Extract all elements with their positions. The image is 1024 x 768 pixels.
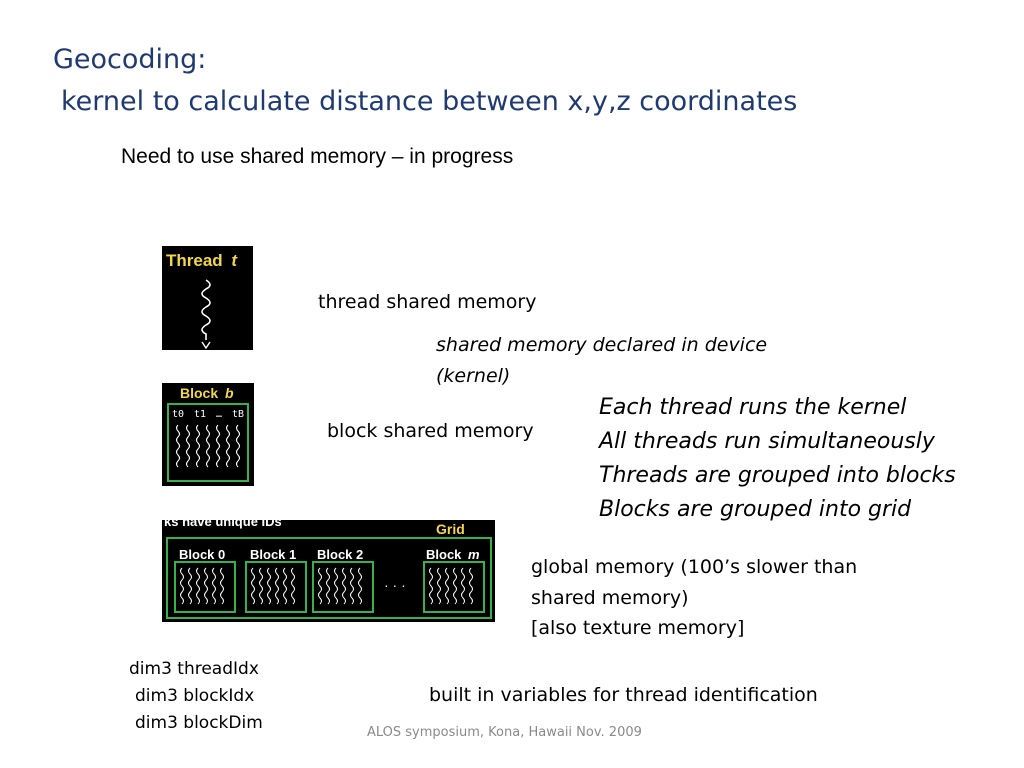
block-diagram-var: b <box>225 385 234 401</box>
thread-diagram: Thread t <box>162 246 253 350</box>
block-shared-memory-label: block shared memory <box>327 416 534 446</box>
grid-diagram: ks have unique IDs Grid Block 0 Block 1 … <box>162 520 495 622</box>
slide-footer: ALOS symposium, Kona, Hawaii Nov. 2009 <box>367 725 642 740</box>
note-item: Threads are grouped into blocks <box>599 459 956 493</box>
grid-ellipsis: · · · <box>384 577 406 593</box>
notes-list: Each thread runs the kernel All threads … <box>599 391 956 527</box>
dim3-item: dim3 blockDim <box>129 710 263 737</box>
grid-header-text: ks have unique IDs <box>164 520 282 529</box>
grid-block-label: Block 2 <box>317 547 363 562</box>
dim3-item: dim3 threadIdx <box>129 656 263 683</box>
grid-label: Grid <box>436 521 465 537</box>
slide-title-line2: kernel to calculate distance between x,y… <box>61 81 797 123</box>
svg-text:Block m: Block m <box>426 547 480 562</box>
shared-declared-line1: shared memory declared in device <box>436 330 767 360</box>
thread-diagram-label: Thread <box>166 251 223 270</box>
grid-block-label: Block 1 <box>250 547 296 562</box>
block-diagram: Block b t0 t1 … tB <box>162 383 254 486</box>
block-threads-icon <box>177 425 240 467</box>
grid-block-label: Block 0 <box>179 547 225 562</box>
squiggle-arrow-icon <box>202 280 210 340</box>
slide-title-line1: Geocoding: <box>53 39 206 81</box>
dim3-item: dim3 blockIdx <box>129 683 263 710</box>
svg-text:Block b: Block b <box>180 385 234 401</box>
grid-threads-icon <box>181 568 473 604</box>
block-thread-id: t0 <box>172 409 184 420</box>
note-item: All threads run simultaneously <box>599 425 956 459</box>
block-thread-id: tB <box>232 409 244 420</box>
grid-block-m-var: m <box>468 547 480 562</box>
note-item: Each thread runs the kernel <box>599 391 956 425</box>
note-item: Blocks are grouped into grid <box>599 493 956 527</box>
global-memory-line3: [also texture memory] <box>531 613 744 643</box>
block-thread-id: t1 <box>194 409 206 420</box>
global-memory-line1: global memory (100’s slower than <box>531 552 857 582</box>
block-thread-id: … <box>216 409 222 420</box>
svg-text:Thread t: Thread t <box>166 251 238 270</box>
builtin-variables-label: built in variables for thread identifica… <box>429 680 818 710</box>
slide-subtitle: Need to use shared memory – in progress <box>121 145 513 169</box>
shared-declared-line2: (kernel) <box>436 361 510 391</box>
block-diagram-label: Block <box>180 385 218 401</box>
thread-diagram-var: t <box>231 251 238 270</box>
grid-block-m-label: Block <box>426 547 462 562</box>
dim3-list: dim3 threadIdx dim3 blockIdx dim3 blockD… <box>129 656 263 737</box>
global-memory-line2: shared memory) <box>531 583 689 613</box>
thread-shared-memory-label: thread shared memory <box>318 287 536 317</box>
